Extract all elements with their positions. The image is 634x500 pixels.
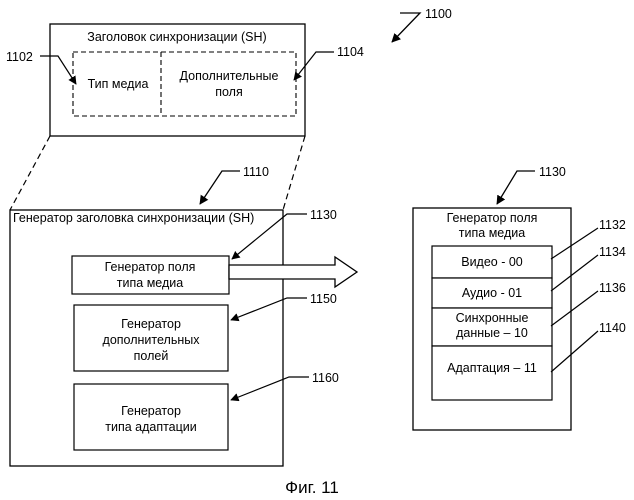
svg-text:1130: 1130	[310, 208, 337, 222]
svg-text:1160: 1160	[312, 371, 339, 385]
svg-text:Генератор: Генератор	[121, 317, 181, 331]
svg-text:1100: 1100	[425, 7, 452, 21]
svg-text:типа медиа: типа медиа	[459, 226, 525, 240]
media-type-field-generator-box: Генератор поля типа медиа Видео - 00 Ауд…	[413, 208, 571, 430]
svg-text:1136: 1136	[599, 281, 626, 295]
svg-text:1104: 1104	[337, 45, 364, 59]
figure-ref-1100: 1100	[392, 7, 452, 42]
svg-text:Видео - 00: Видео - 00	[461, 255, 523, 269]
svg-text:Аудио - 01: Аудио - 01	[462, 286, 522, 300]
svg-text:данные – 10: данные – 10	[456, 326, 528, 340]
media-type-field: Тип медиа	[88, 77, 149, 91]
svg-text:1110: 1110	[243, 165, 269, 179]
sync-header-title: Заголовок синхронизации (SH)	[87, 30, 266, 44]
sync-header-generator-box: Генератор заголовка синхронизации (SH) Г…	[10, 210, 283, 466]
svg-text:Генератор: Генератор	[121, 404, 181, 418]
svg-text:1132: 1132	[599, 218, 626, 232]
svg-text:типа медиа: типа медиа	[117, 276, 183, 290]
svg-text:1150: 1150	[310, 292, 337, 306]
zoom-line-left	[10, 136, 50, 210]
svg-text:Адаптация – 11: Адаптация – 11	[447, 361, 537, 375]
svg-text:Синхронные: Синхронные	[456, 311, 529, 325]
extra-fields-line-2: поля	[215, 85, 243, 99]
svg-text:Генератор поля: Генератор поля	[447, 211, 538, 225]
extra-fields-line-1: Дополнительные	[180, 69, 279, 83]
ref-1130-right: 1130	[497, 165, 566, 204]
ref-1110: 1110	[200, 165, 269, 204]
svg-text:1130: 1130	[539, 165, 566, 179]
svg-text:1134: 1134	[599, 245, 626, 259]
generator-title: Генератор заголовка синхронизации (SH)	[13, 211, 254, 225]
svg-text:1140: 1140	[599, 321, 626, 335]
svg-text:1102: 1102	[6, 50, 33, 64]
svg-text:полей: полей	[134, 349, 169, 363]
svg-text:дополнительных: дополнительных	[103, 333, 201, 347]
zoom-line-right	[283, 136, 305, 210]
svg-text:типа адаптации: типа адаптации	[105, 420, 197, 434]
sync-header-box: Заголовок синхронизации (SH) Тип медиа Д…	[50, 24, 305, 136]
svg-text:Генератор поля: Генератор поля	[105, 260, 196, 274]
figure-caption: Фиг. 11	[285, 478, 339, 497]
